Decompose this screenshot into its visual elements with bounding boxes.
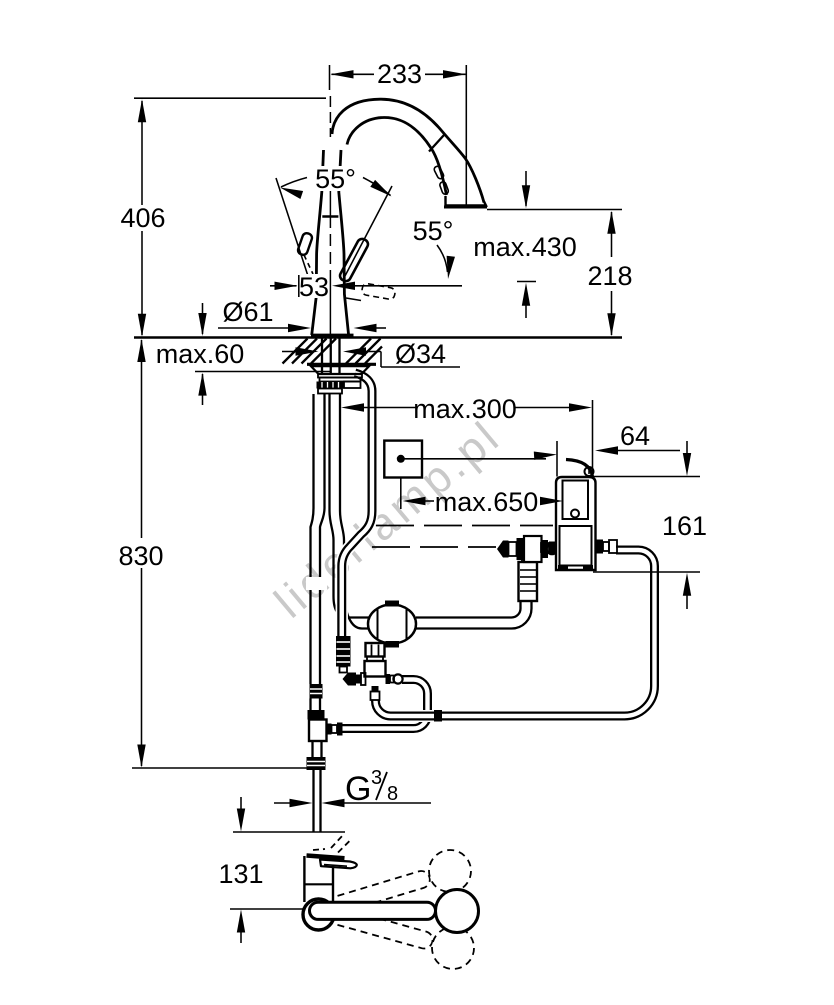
svg-text:830: 830	[118, 541, 163, 571]
svg-text:8: 8	[387, 783, 398, 805]
svg-text:G: G	[345, 770, 371, 808]
svg-text:131: 131	[218, 859, 263, 889]
svg-text:Ø61: Ø61	[222, 297, 273, 327]
svg-text:max.650: max.650	[435, 487, 539, 517]
svg-text:max.430: max.430	[473, 232, 577, 262]
svg-text:3: 3	[371, 767, 382, 789]
svg-text:max.60: max.60	[156, 339, 245, 369]
svg-text:55°: 55°	[413, 216, 454, 246]
svg-text:218: 218	[587, 261, 632, 291]
svg-text:max.300: max.300	[413, 394, 517, 424]
svg-text:55°: 55°	[315, 164, 356, 194]
svg-text:161: 161	[662, 511, 707, 541]
svg-text:64: 64	[620, 421, 650, 451]
svg-text:Ø34: Ø34	[395, 339, 446, 369]
svg-text:53: 53	[299, 272, 329, 302]
svg-text:233: 233	[377, 59, 422, 89]
svg-text:406: 406	[120, 203, 165, 233]
